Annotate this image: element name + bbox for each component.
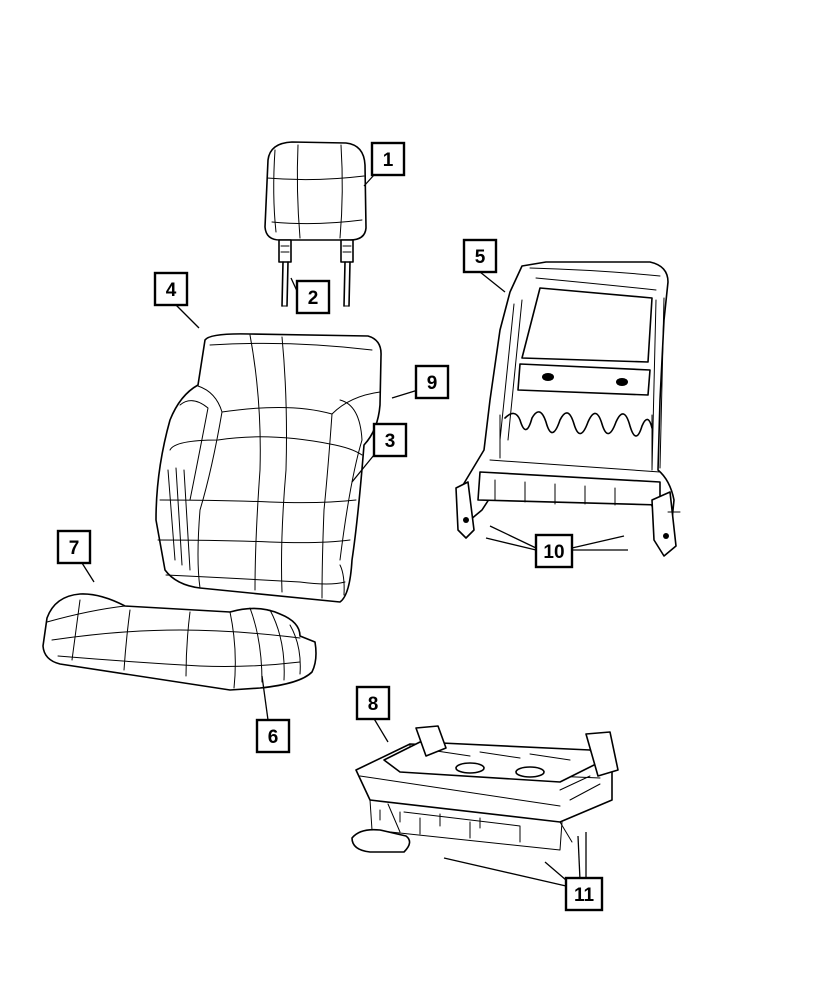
callout-3: 3 <box>372 422 408 458</box>
callout-11: 11 <box>564 876 604 912</box>
callout-7: 7 <box>56 529 92 565</box>
callout-3-label: 3 <box>385 431 396 452</box>
seat-back-cover <box>155 333 382 603</box>
headrest <box>264 141 367 241</box>
callout-11-label: 11 <box>574 885 595 906</box>
callout-9-label: 9 <box>427 373 438 394</box>
callout-4-label: 4 <box>166 280 177 301</box>
callout-2: 2 <box>295 279 331 315</box>
seat-back-frame <box>455 261 681 557</box>
callout-1: 1 <box>370 141 406 177</box>
leader-lines <box>81 174 628 887</box>
callout-6: 6 <box>255 718 291 754</box>
callout-8-label: 8 <box>368 694 379 715</box>
callout-5-label: 5 <box>475 247 486 268</box>
callout-1-label: 1 <box>383 150 394 171</box>
seat-adjuster-track <box>351 725 619 853</box>
callout-8: 8 <box>355 685 391 721</box>
callout-4: 4 <box>153 271 189 307</box>
callout-10-label: 10 <box>543 542 564 563</box>
callout-2-label: 2 <box>308 288 319 309</box>
seat-cushion-cover <box>42 593 317 691</box>
callout-7-label: 7 <box>69 538 80 559</box>
headrest-posts <box>278 239 354 307</box>
callout-9: 9 <box>414 364 450 400</box>
callout-10: 10 <box>534 533 574 569</box>
callout-5: 5 <box>462 238 498 274</box>
callout-6-label: 6 <box>268 727 279 748</box>
